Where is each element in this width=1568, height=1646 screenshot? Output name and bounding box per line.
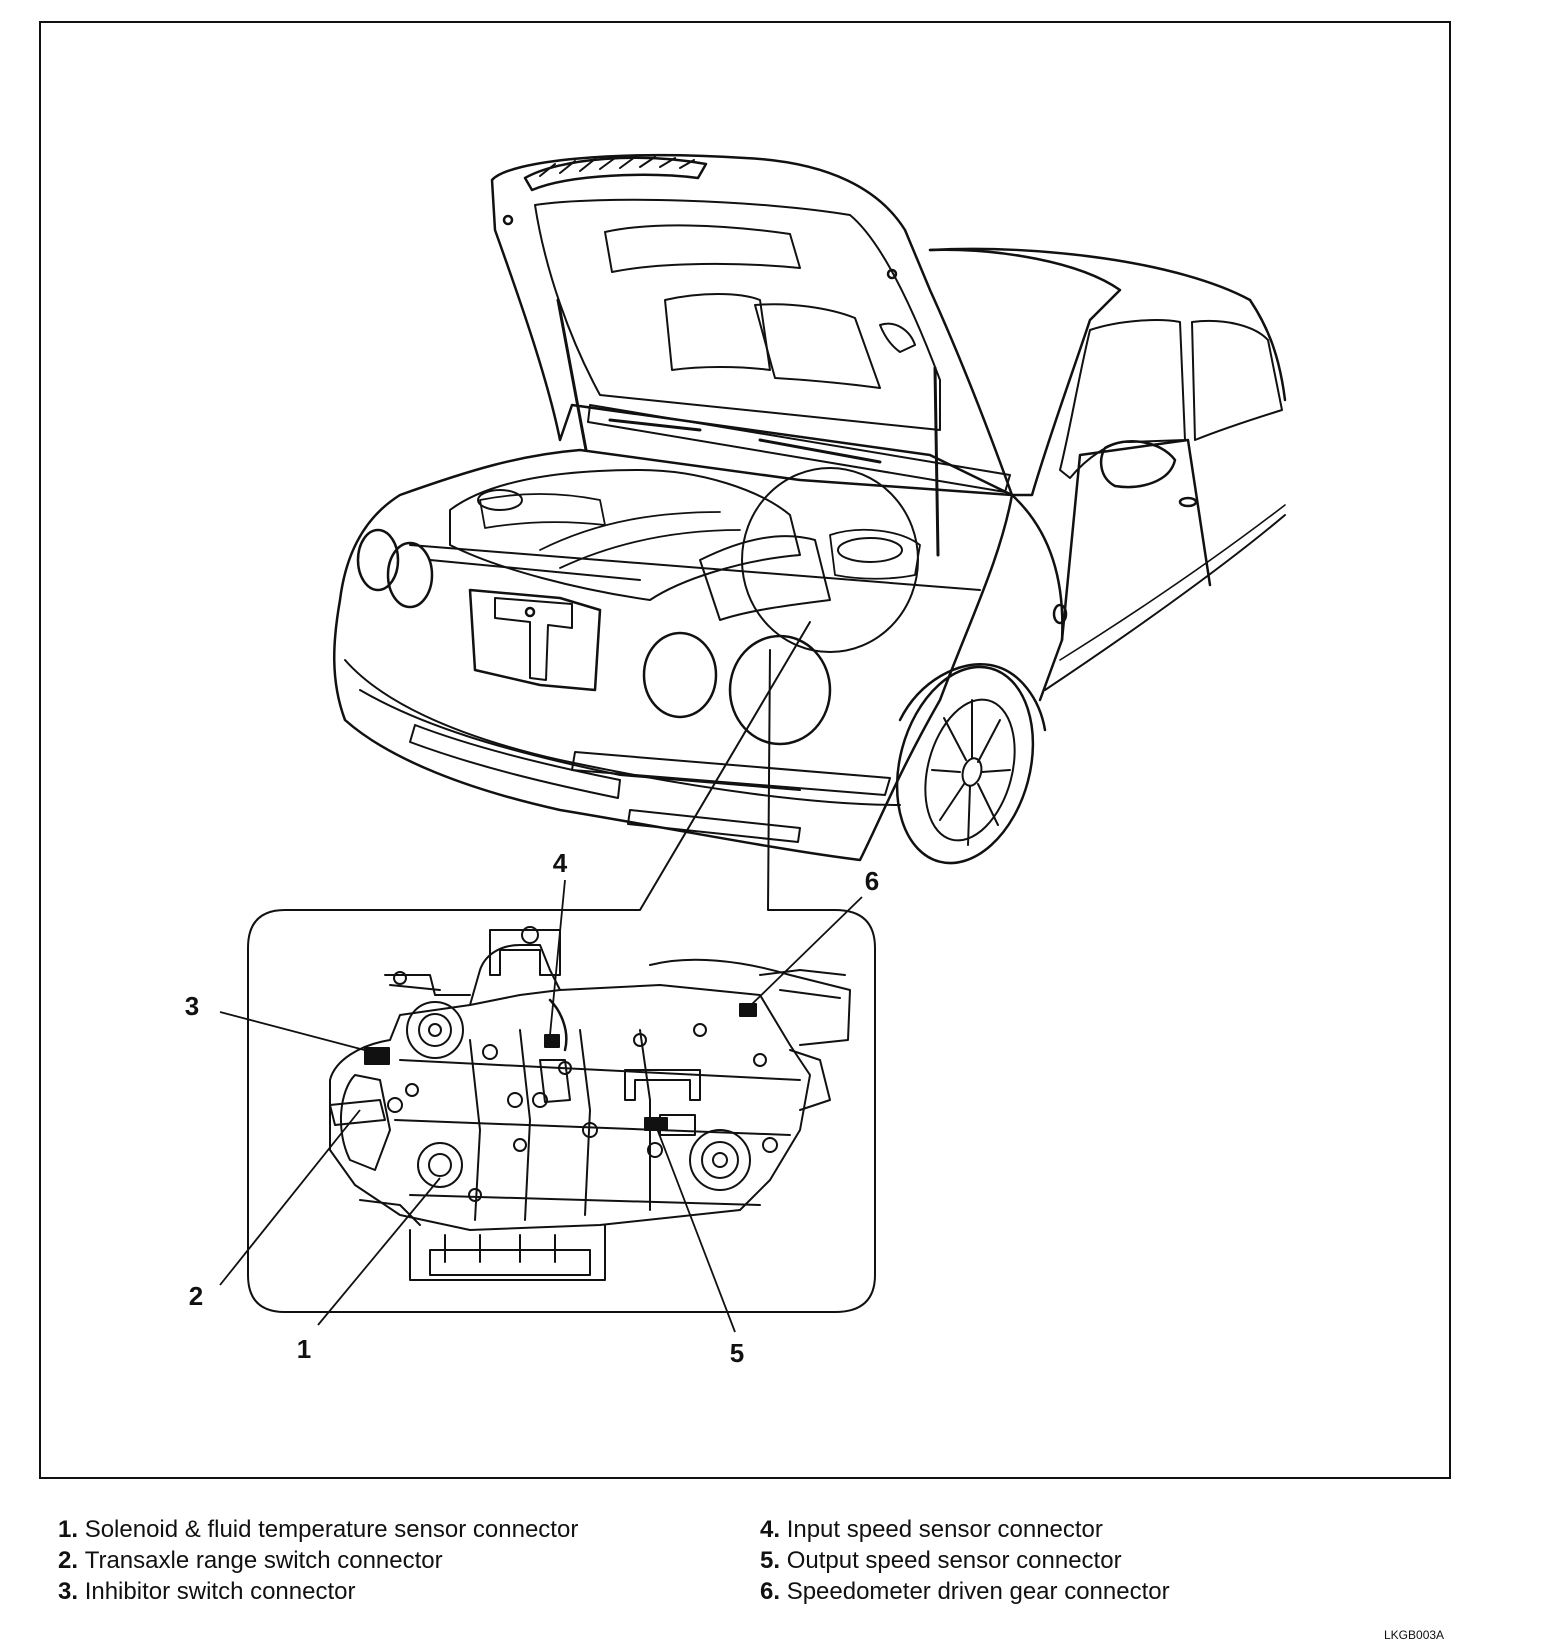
transaxle-detail: 1 2 3 4 5 6 [185,848,879,1368]
air-box [699,535,831,621]
callout-num-3: 3 [185,991,199,1021]
front-body-outline [333,448,1014,862]
legend-item-6: 6. Speedometer driven gear connector [760,1576,1400,1607]
engine-cover [449,469,801,601]
legend-label: Transaxle range switch connector [84,1547,443,1574]
wheel-arch [898,663,1047,732]
legend-right: 4. Input speed sensor connector 5. Outpu… [760,1514,1400,1607]
rim [924,698,1016,842]
legend-num: 6. [760,1578,787,1605]
figure-code: LKGB003A [1384,1628,1445,1642]
callout-num-2: 2 [189,1281,203,1311]
callout-leaders [219,879,863,1333]
front-fender [1010,493,1064,702]
hood-vent [523,156,708,192]
legend-label: Solenoid & fluid temperature sensor conn… [84,1516,579,1543]
leader-4 [549,879,566,1036]
detail-leader-right [767,649,771,911]
lower-grille [409,724,621,799]
headlight-right-outer [728,634,832,746]
door-shutline [1060,438,1212,642]
legend-item-1: 1. Solenoid & fluid temperature sensor c… [58,1514,698,1545]
hood-panel [490,153,1014,497]
front-door-window [1059,319,1186,479]
legend-item-3: 3. Inhibitor switch connector [58,1576,698,1607]
leader-5 [655,1125,736,1333]
leader-1 [317,1177,441,1326]
headlight-left-outer [356,528,400,592]
windshield [928,248,1122,497]
transaxle-body [329,926,851,1281]
cowl [587,404,1011,493]
legend-item-4: 4. Input speed sensor connector [760,1514,1400,1545]
bumper-lower [344,659,901,806]
legend-num: 4. [760,1516,787,1543]
body-side-line [1044,514,1286,691]
legend-label: Inhibitor switch connector [84,1578,356,1605]
hood-strut-right [933,366,940,557]
headlight-right-inner [642,631,718,719]
rear-door-window [1191,319,1283,441]
leader-2 [219,1109,361,1286]
headlight-left-inner [386,541,434,609]
leader-6 [749,896,863,1007]
legend-item-5: 5. Output speed sensor connector [760,1545,1400,1576]
bumper-strip [571,751,891,796]
callout-num-6: 6 [865,866,879,896]
reservoir-cap [477,489,523,511]
hood-inner-frame [534,198,941,431]
diagram-frame [39,21,1451,1479]
detail-magnifier-circle [741,467,919,653]
legend-label: Input speed sensor connector [786,1516,1103,1543]
detail-leader-left [639,621,811,911]
legend-num: 3. [58,1578,85,1605]
car-illustration [333,153,1287,911]
side-mirror [1099,440,1177,489]
legend-num: 1. [58,1516,85,1543]
roof-line [928,247,1287,402]
legend-label: Speedometer driven gear connector [786,1578,1170,1605]
callout-num-4: 4 [553,848,568,878]
callout-num-1: 1 [297,1334,311,1364]
detail-box [247,909,876,1313]
legend-item-2: 2. Transaxle range switch connector [58,1545,698,1576]
legend-num: 2. [58,1547,85,1574]
hood-strut-left [556,298,588,452]
radiator-support [409,544,981,591]
leader-3 [219,1011,373,1053]
front-grille [468,588,602,692]
legend-label: Output speed sensor connector [786,1547,1122,1574]
callout-num-5: 5 [730,1338,744,1368]
tire [895,665,1035,865]
legend-left: 1. Solenoid & fluid temperature sensor c… [58,1514,698,1607]
legend-num: 5. [760,1547,787,1574]
